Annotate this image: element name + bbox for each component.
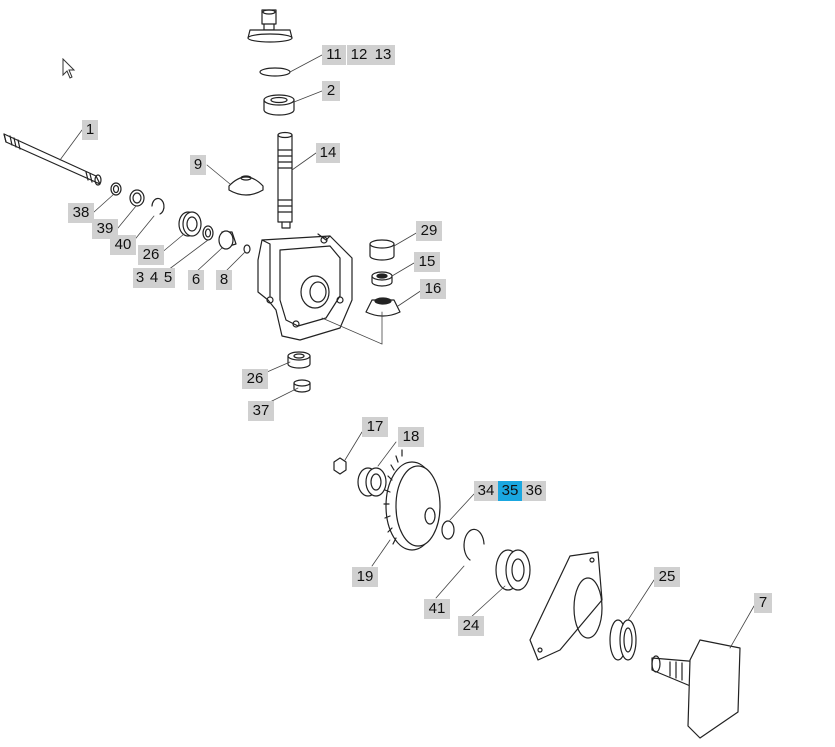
- gearbox-housing-part: [257, 233, 353, 341]
- callout-36[interactable]: 36: [522, 481, 546, 501]
- callout-7[interactable]: 7: [754, 593, 772, 613]
- callout-17[interactable]: 17: [362, 417, 388, 437]
- output-flange-part: [651, 639, 741, 739]
- callout-2[interactable]: 2: [322, 81, 340, 101]
- callout-14[interactable]: 14: [316, 143, 340, 163]
- ring-lower-part: [293, 379, 311, 393]
- output-bearing-part: [495, 549, 531, 591]
- washer-part: [129, 189, 145, 207]
- small-ring-part: [243, 244, 251, 254]
- circlip-lower-part: [463, 528, 485, 561]
- callout-37[interactable]: 37: [248, 401, 274, 421]
- bevel-pinion-part: [218, 230, 237, 250]
- dome-cover-part: [228, 175, 264, 196]
- callout-11[interactable]: 11: [322, 45, 346, 65]
- shim-ring-part: [110, 182, 122, 196]
- callout-41[interactable]: 41: [424, 599, 450, 619]
- bearing-part: [263, 94, 295, 116]
- callout-1[interactable]: 1: [82, 120, 98, 140]
- callout-8[interactable]: 8: [216, 270, 232, 290]
- callout-15[interactable]: 15: [414, 252, 440, 272]
- callout-40[interactable]: 40: [110, 235, 136, 255]
- cap-part: [365, 297, 401, 317]
- callout-13[interactable]: 13: [371, 45, 395, 65]
- callout-6[interactable]: 6: [188, 270, 204, 290]
- callout-3[interactable]: 3: [133, 268, 147, 288]
- circlip-part: [151, 197, 165, 215]
- callout-4[interactable]: 4: [147, 268, 161, 288]
- input-shaft-part: [3, 133, 102, 186]
- callout-34[interactable]: 34: [474, 481, 498, 501]
- seal-part: [202, 225, 214, 241]
- snap-ring-part: [441, 520, 455, 540]
- callout-35-selected[interactable]: 35: [498, 481, 522, 501]
- callout-38[interactable]: 38: [68, 203, 94, 223]
- cover-plate-part: [529, 551, 603, 661]
- bearing-gear-part: [357, 467, 387, 497]
- oil-seal-part: [371, 271, 393, 287]
- o-ring-part: [259, 67, 291, 77]
- callout-9[interactable]: 9: [190, 155, 206, 175]
- callout-12[interactable]: 12: [347, 45, 371, 65]
- callout-16[interactable]: 16: [420, 279, 446, 299]
- callout-19[interactable]: 19: [352, 567, 378, 587]
- top-flange-part: [247, 9, 293, 43]
- callout-25[interactable]: 25: [654, 567, 680, 587]
- sleeve-part: [369, 239, 395, 261]
- vertical-shaft-part: [277, 131, 293, 229]
- nut-part: [333, 457, 347, 475]
- ring-gear-part: [383, 449, 441, 551]
- callout-18[interactable]: 18: [398, 427, 424, 447]
- bearing-lower-part: [287, 351, 311, 369]
- leader-lines: [59, 54, 755, 649]
- callout-26-lower[interactable]: 26: [242, 369, 268, 389]
- callout-29[interactable]: 29: [416, 221, 442, 241]
- bearing-side-part: [178, 211, 202, 237]
- mouse-cursor-icon: [62, 58, 76, 79]
- callout-26-upper[interactable]: 26: [138, 245, 164, 265]
- callout-39[interactable]: 39: [92, 219, 118, 239]
- callout-5[interactable]: 5: [161, 268, 175, 288]
- callout-24[interactable]: 24: [458, 616, 484, 636]
- seal-output-part: [609, 619, 637, 661]
